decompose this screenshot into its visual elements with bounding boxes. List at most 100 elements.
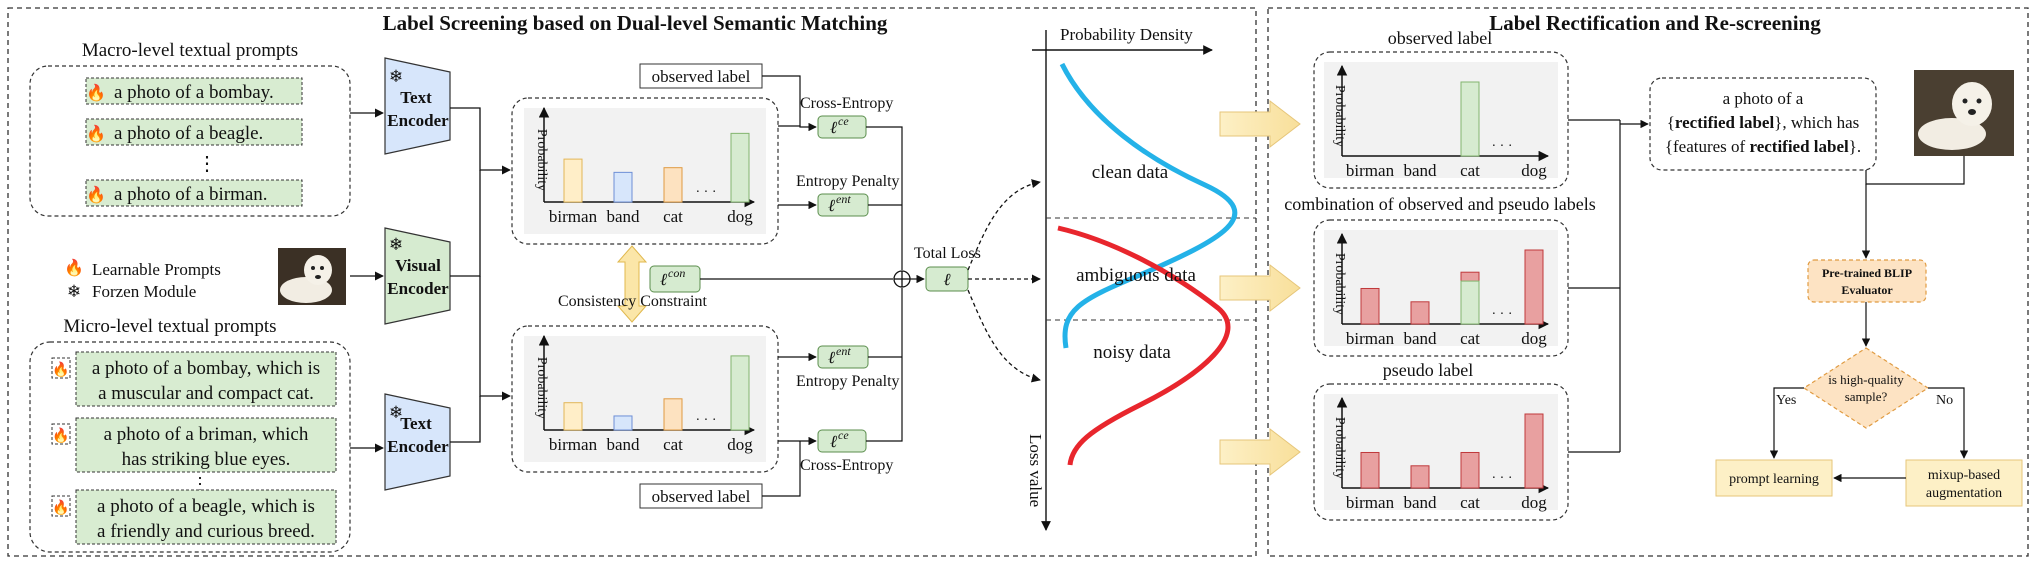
ellipsis: · · · <box>1492 471 1513 486</box>
conn-chart-top-ce <box>778 122 817 132</box>
y-axis-label: Probability <box>534 357 549 419</box>
tick-label: band <box>606 207 640 226</box>
consistency-double-arrow <box>616 245 648 323</box>
flame-icon: 🔥 <box>64 258 84 277</box>
tick-label: dog <box>727 207 753 226</box>
observed-label-bottom-box <box>639 483 763 509</box>
loss-ent-bottom-sup: ent <box>836 344 851 358</box>
combined-chart-frame <box>1313 219 1569 357</box>
consistency-label: Consistency Constraint <box>558 293 707 310</box>
bar <box>730 355 750 431</box>
loss-ent-top-base: ℓ <box>828 196 835 215</box>
cross-entropy-bottom-label: Cross-Entropy <box>800 457 893 474</box>
macro-prompt-3: 🔥 a photo of a birman. <box>85 179 303 207</box>
prob-chart-top-frame <box>511 97 779 245</box>
loss-ce-top-sup: ce <box>838 114 849 128</box>
conn-observed-bottom-ce <box>762 441 801 497</box>
loss-ce-top-base: ℓ <box>830 118 837 137</box>
mixup-box <box>1905 459 2023 507</box>
bar <box>1410 465 1430 489</box>
bar <box>663 398 683 431</box>
left-section-title: Label Screening based on Dual-level Sema… <box>383 11 888 35</box>
clean-density-curve <box>1059 62 1238 349</box>
ellipsis: · · · <box>696 185 717 200</box>
evaluator-line-2: Evaluator <box>1841 283 1893 297</box>
tick-label: band <box>1403 161 1437 180</box>
connector-visual-top <box>450 170 481 277</box>
loss-ce-bottom-base: ℓ <box>830 432 837 451</box>
legend-frozen: Forzen Module <box>92 282 196 301</box>
loss-ent-top: ℓ ent <box>817 192 869 217</box>
right-section-title: Label Rectification and Re-screening <box>1489 11 1821 35</box>
decision-line-2: sample? <box>1845 389 1888 404</box>
ellipsis: · · · <box>1492 139 1513 154</box>
rectified-caption-box <box>1649 77 1877 171</box>
tick-label: cat <box>1460 329 1480 348</box>
dashed-arrow-to-clean <box>967 179 1041 271</box>
micro-prompt-box <box>29 341 351 553</box>
tick-label: cat <box>663 207 683 226</box>
dashed-arrow-to-noisy <box>967 289 1041 383</box>
tick-label: birman <box>1346 493 1395 512</box>
tick-label: cat <box>1460 161 1480 180</box>
no-label: No <box>1936 393 1953 408</box>
prompt-learning-label: prompt learning <box>1729 472 1819 487</box>
loss-ce-bottom: ℓ ce <box>817 428 867 453</box>
conn-ce-top-sum <box>866 126 903 270</box>
loss-ent-top-sup: ent <box>836 192 851 206</box>
conn-photo-caption <box>1865 156 1965 185</box>
micro-prompt-1: 🔥 a photo of a bombay, which is a muscul… <box>51 351 337 407</box>
dog-photo-right <box>1914 70 2014 156</box>
ellipsis: · · · <box>696 413 717 428</box>
yes-label: Yes <box>1776 393 1796 408</box>
loss-ent-bottom: ℓ ent <box>817 344 869 369</box>
pseudo-chart-title: pseudo label <box>1383 360 1473 380</box>
micro-heading: Micro-level textual prompts <box>63 316 276 337</box>
macro-prompt-1-text: a photo of a bombay. <box>114 82 274 103</box>
block-arrow-to-pseudo <box>1219 427 1301 477</box>
region-noisy: noisy data <box>1093 342 1171 363</box>
block-arrow-to-observed <box>1219 99 1301 149</box>
sum-operator-icon <box>893 270 911 288</box>
mixup-line-1: mixup-based <box>1928 468 2000 483</box>
caption-line-3: {features of rectified label}. <box>1665 137 1861 156</box>
visual-encoder-line-2: Encoder <box>387 279 449 298</box>
micro-prompt-3: 🔥 a photo of a beagle, which is a friend… <box>51 489 337 545</box>
prob-chart-bottom-frame <box>511 325 779 473</box>
tick-label: dog <box>727 435 753 454</box>
micro-prompt-2-line-1: a photo of a briman, which <box>104 424 309 445</box>
text-encoder-bottom: ❄ Text Encoder <box>384 393 451 491</box>
micro-prompt-1-line-1: a photo of a bombay, which is <box>92 358 320 379</box>
bar <box>613 415 633 431</box>
tick-label: cat <box>1460 493 1480 512</box>
micro-prompt-2-line-2: has striking blue eyes. <box>122 449 291 470</box>
pseudo-chart-frame <box>1313 383 1569 521</box>
bar <box>663 167 683 203</box>
macro-prompt-2-text: a photo of a beagle. <box>114 123 263 144</box>
macro-heading: Macro-level textual prompts <box>82 40 298 61</box>
tick-label: birman <box>549 207 598 226</box>
arrow-yes <box>1769 387 1804 459</box>
density-x-label: Probability Density <box>1060 25 1193 44</box>
observed-chart-title: observed label <box>1388 28 1492 48</box>
snowflake-icon: ❄ <box>67 282 81 301</box>
macro-prompt-2: 🔥 a photo of a beagle. <box>85 118 303 146</box>
quality-decision-diamond <box>1802 347 1930 429</box>
tick-label: band <box>1403 329 1437 348</box>
snowflake-icon: ❄ <box>389 403 403 422</box>
snowflake-icon: ❄ <box>389 235 403 254</box>
combined-chart-title: combination of observed and pseudo label… <box>1284 194 1595 214</box>
bar <box>1460 81 1480 157</box>
evaluator-line-1: Pre-trained BLIP <box>1822 266 1912 280</box>
region-clean: clean data <box>1092 162 1169 183</box>
loss-con-base: ℓ <box>660 270 667 289</box>
conn-ce-bottom-sum <box>866 288 903 442</box>
total-loss-symbol: ℓ <box>943 270 950 289</box>
dog-photo <box>278 248 346 305</box>
tick-label: birman <box>1346 161 1395 180</box>
total-loss-label: Total Loss <box>914 245 981 262</box>
